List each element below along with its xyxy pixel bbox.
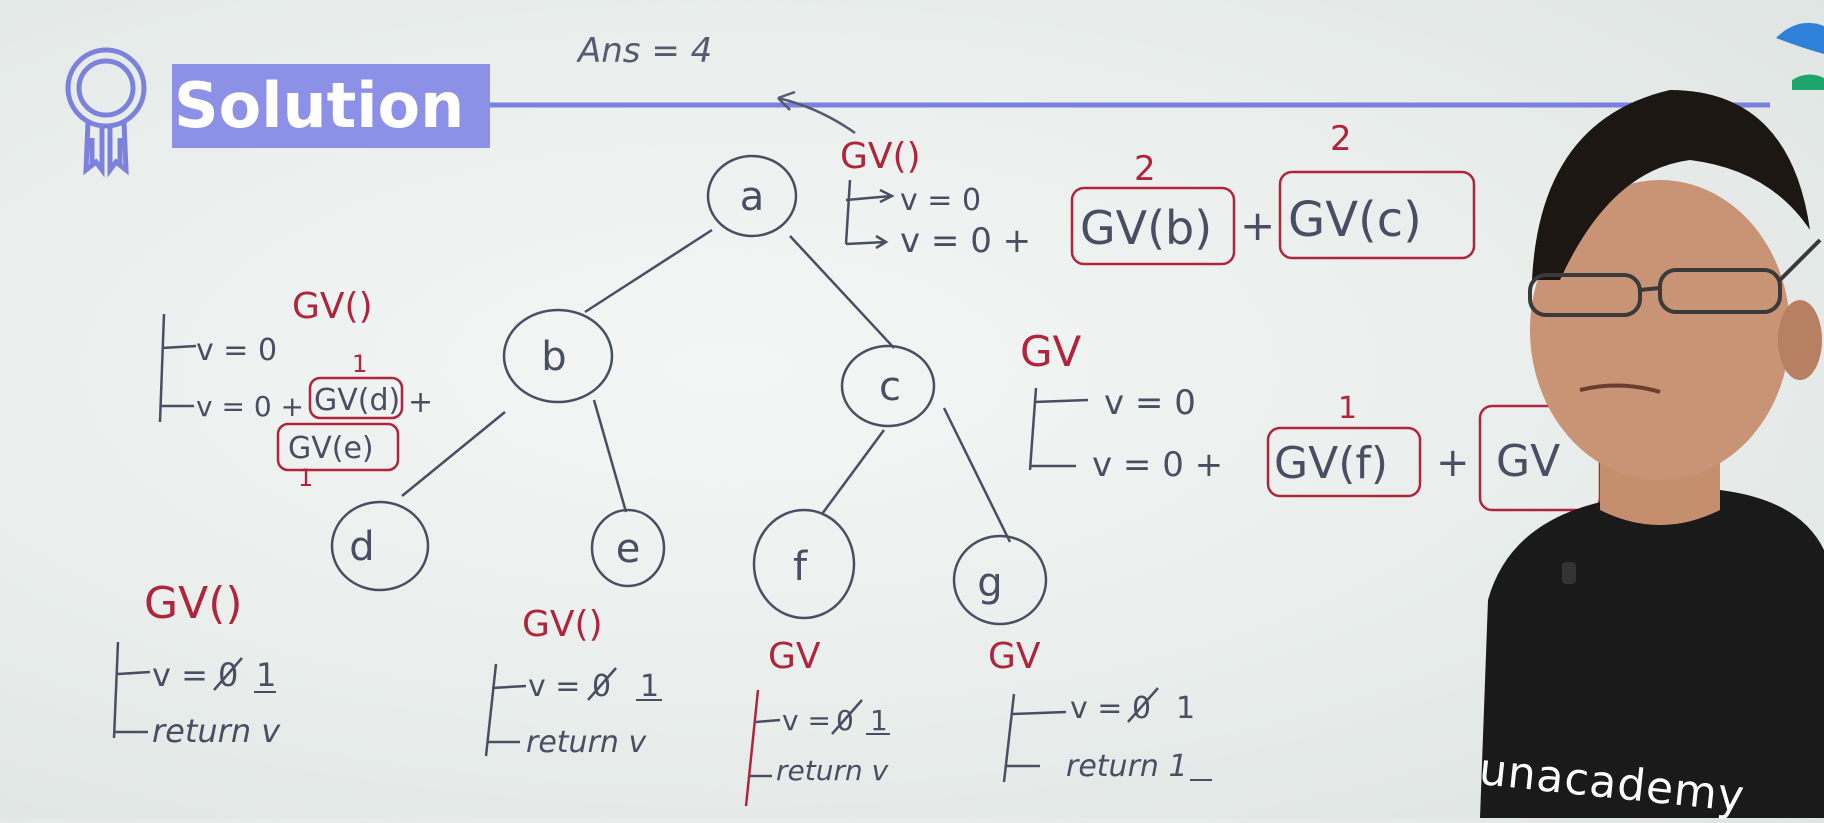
unacademy-logo-icon [1776, 22, 1824, 90]
tree-node-a: a [706, 154, 798, 238]
d-line2: return v [152, 712, 281, 750]
c-line1: v = 0 [1104, 383, 1196, 423]
edge-c-f [820, 429, 886, 515]
page-title: Solution [172, 64, 490, 148]
b-trailing-plus: + [408, 385, 433, 420]
tree-node-f: f [752, 508, 856, 620]
tree-edges [401, 228, 1012, 543]
node-label-c: c [879, 364, 901, 410]
annotation-c: GV v = 0 v = 0 + GV(f) + GV 1 [1020, 327, 1602, 512]
annotation-e: GV() v = 0 1 return v [484, 604, 662, 760]
award-ribbon-icon [65, 47, 147, 178]
b-right-call: GV(e) [288, 431, 374, 466]
c-plus: + [1436, 440, 1470, 486]
root-left-call: GV(b) [1080, 201, 1212, 255]
node-label-e: e [616, 526, 641, 572]
d-line1-prefix: v = [152, 656, 208, 694]
root-line1: v = 0 [900, 183, 981, 218]
edge-b-e [592, 399, 628, 513]
g-call: GV [988, 636, 1041, 677]
b-line2-start: v = 0 + [196, 390, 304, 423]
annotation-g: GV v = 0 1 return 1 [988, 636, 1212, 784]
b-left-call-box [308, 376, 404, 420]
b-left-value: 1 [352, 350, 367, 378]
f-line2: return v [776, 754, 889, 787]
tree-node-e: e [590, 508, 666, 588]
c-line2-start: v = 0 + [1092, 445, 1223, 485]
f-call: GV [768, 636, 821, 677]
edge-c-g [942, 407, 1012, 543]
tree-node-b: b [502, 308, 614, 404]
edge-a-b [584, 228, 713, 314]
root-plus: + [1240, 201, 1275, 250]
tree-node-d: d [330, 500, 430, 592]
g-line2: return 1 [1066, 749, 1188, 784]
root-line2-start: v = 0 + [900, 221, 1031, 261]
answer-arrow [777, 90, 856, 135]
edge-a-c [789, 235, 895, 349]
e-struck: 0 [592, 669, 611, 704]
c-left-call: GV(f) [1274, 438, 1388, 489]
tree-node-c: c [840, 344, 936, 428]
b-call: GV() [292, 286, 373, 327]
root-right-call: GV(c) [1288, 192, 1422, 248]
c-call: GV [1020, 327, 1082, 376]
node-label-a: a [740, 174, 765, 220]
c-left-value: 1 [1338, 391, 1357, 426]
root-right-call-box [1278, 170, 1476, 260]
b-right-call-box [276, 422, 400, 472]
b-left-call: GV(d) [314, 383, 400, 418]
node-label-f: f [793, 544, 808, 590]
annotation-d: GV() v = 0 1 return v [112, 578, 281, 750]
e-call: GV() [522, 604, 603, 645]
e-line1-value: 1 [640, 669, 659, 704]
g-line1-value: 1 [1176, 691, 1195, 726]
f-line1-value: 1 [870, 704, 888, 737]
edge-b-d [401, 411, 506, 497]
c-left-call-box [1266, 426, 1422, 498]
answer-note: Ans = 4 [576, 31, 712, 71]
b-line1: v = 0 [196, 333, 277, 368]
node-label-g: g [977, 560, 1002, 606]
e-line1-prefix: v = [528, 669, 580, 704]
d-call: GV() [144, 578, 243, 629]
node-label-d: d [349, 524, 374, 570]
annotation-b: GV() v = 0 v = 0 + GV(d) + GV(e) 1 1 [158, 286, 433, 492]
f-line1-prefix: v = [782, 704, 831, 737]
b-right-value: 1 [298, 464, 313, 492]
root-right-value: 2 [1330, 119, 1352, 159]
presenter-figure [1480, 90, 1824, 818]
e-line2: return v [526, 725, 647, 760]
g-line1-prefix: v = [1070, 691, 1122, 726]
annotation-f: GV v = 0 1 return v [744, 636, 890, 807]
root-left-value: 2 [1134, 149, 1156, 189]
tree-node-g: g [952, 534, 1048, 626]
node-label-b: b [541, 334, 566, 380]
d-line1-value: 1 [256, 656, 276, 694]
root-left-call-box [1070, 186, 1236, 266]
c-right-call: GV [1496, 436, 1560, 487]
annotation-root: GV() v = 0 v = 0 + GV(b) + GV(c) 2 2 [840, 119, 1476, 266]
root-call: GV() [840, 136, 921, 177]
